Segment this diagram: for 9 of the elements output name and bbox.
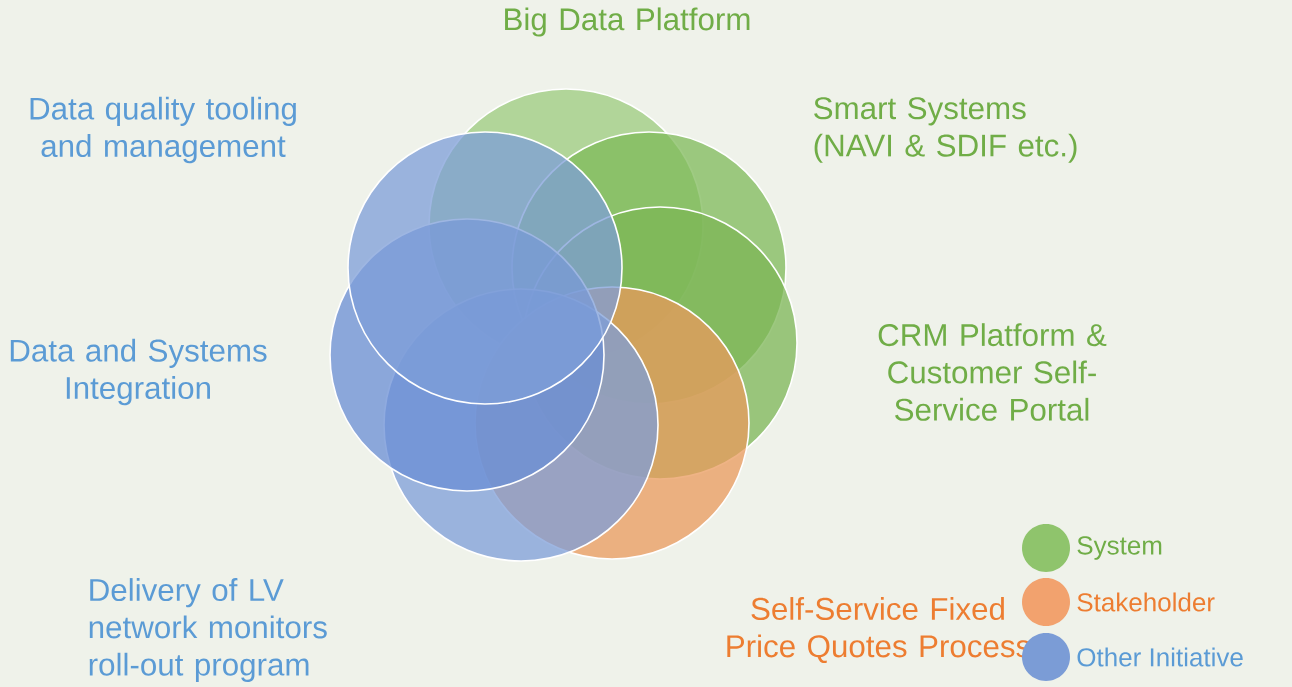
legend-label: Other Initiative xyxy=(1077,647,1243,667)
circle-label: Delivery of LV network monitors roll-out program xyxy=(89,578,327,682)
legend-label: System xyxy=(1077,536,1162,560)
circle-label: Big Data Platform xyxy=(505,7,750,37)
circle-label: Smart Systems (NAVI & SDIF etc.) xyxy=(814,97,1077,163)
circle-label: Data quality tooling and management xyxy=(30,96,296,164)
circle-label: Data and Systems Integration xyxy=(10,338,267,406)
legend-label: Stakeholder xyxy=(1077,592,1215,612)
circle-label: CRM Platform & Customer Self-Service Portal xyxy=(878,323,1107,421)
